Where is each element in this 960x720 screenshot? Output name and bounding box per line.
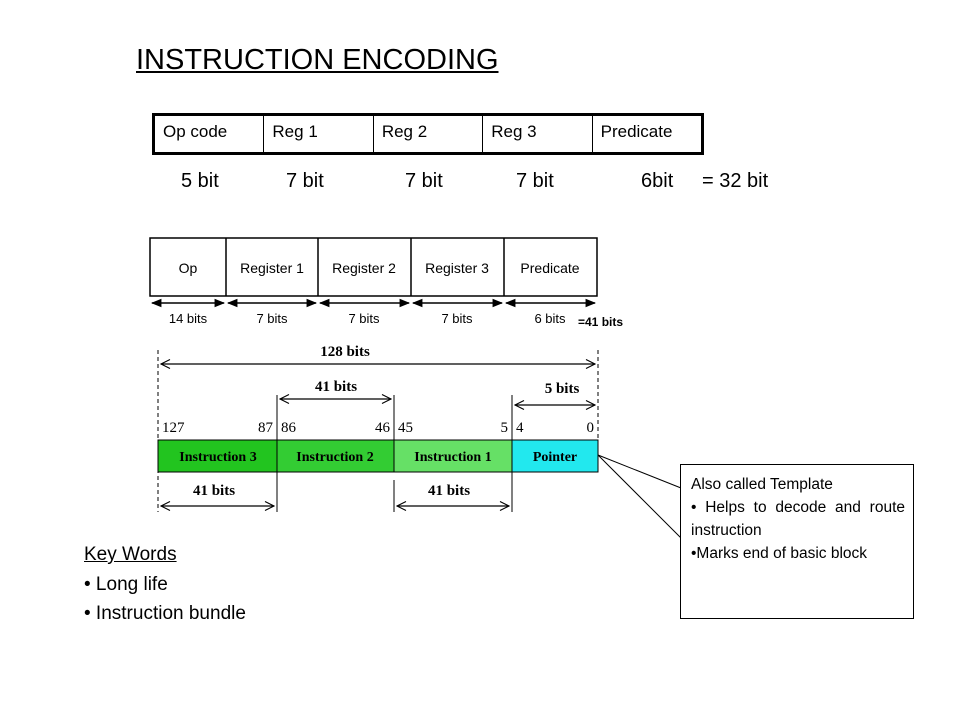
note-line-1: Also called Template — [691, 476, 833, 493]
format-table-32bit: Op code Reg 1 Reg 2 Reg 3 Predicate — [152, 113, 704, 155]
slot-label-instruction-3: Instruction 3 — [179, 450, 256, 465]
bit-width-predicate: 6bit — [641, 170, 674, 192]
format-field-reg3: Reg 3 — [482, 116, 591, 152]
bundle-pointer-span: 5 bits — [511, 381, 595, 440]
format-field-reg1: Reg 1 — [263, 116, 372, 152]
bit-width-reg3: 7 bit — [516, 170, 554, 192]
bundle-pointer-span-label: 5 bits — [545, 381, 580, 397]
bit-width-total: = 32 bit — [702, 170, 769, 192]
ia64-field-predicate: Predicate — [520, 260, 579, 276]
key-word-item-1: • Long life — [84, 574, 168, 595]
note-line-3: •Marks end of basic block — [691, 545, 868, 562]
page-title: INSTRUCTION ENCODING — [136, 44, 499, 76]
bundle-bit-positions: 127 87 86 46 45 5 4 0 — [162, 420, 594, 436]
bit-pos-86: 86 — [281, 420, 297, 436]
bit-pos-87: 87 — [258, 420, 274, 436]
slot-pointer — [511, 439, 599, 473]
bit-pos-45: 45 — [398, 420, 413, 436]
bit-pos-4: 4 — [516, 420, 524, 436]
ia64-width-reg3: 7 bits — [441, 311, 473, 326]
slot-instruction-2 — [276, 439, 395, 473]
ia64-width-reg2: 7 bits — [348, 311, 380, 326]
ia64-width-total: =41 bits — [578, 315, 623, 329]
bit-pos-5: 5 — [501, 420, 509, 436]
format-field-reg2: Reg 2 — [372, 116, 482, 152]
format-field-predicate: Predicate — [591, 116, 701, 152]
slot-instruction-1 — [393, 439, 513, 473]
bit-width-reg1: 7 bit — [286, 170, 324, 192]
bottom-span-label-right: 41 bits — [428, 483, 470, 499]
bottom-span-label-left: 41 bits — [193, 483, 235, 499]
bundle-128-span: 128 bits — [157, 344, 599, 512]
bit-pos-0: 0 — [587, 420, 595, 436]
ia64-field-reg1: Register 1 — [240, 260, 304, 276]
bit-width-opcode: 5 bit — [181, 170, 219, 192]
ia64-width-reg1: 7 bits — [256, 311, 288, 326]
bundle-slots: Instruction 3 Instruction 2 Instruction … — [157, 439, 599, 473]
bundle-instr-span-label: 41 bits — [315, 379, 357, 395]
bundle-bottom-spans: 41 bits 41 bits — [161, 472, 513, 512]
ia64-format-row: Op Register 1 Register 2 Register 3 Pred… — [149, 237, 598, 297]
format-field-opcode: Op code — [163, 122, 228, 141]
ia64-width-predicate: 6 bits — [534, 311, 566, 326]
bit-width-reg2: 7 bit — [405, 170, 443, 192]
bit-pos-46: 46 — [375, 420, 391, 436]
template-note-box: Also called Template • Helps to decode a… — [680, 464, 914, 619]
ia64-field-reg2: Register 2 — [332, 260, 396, 276]
key-words-title: Key Words — [84, 544, 177, 565]
ia64-field-op: Op — [179, 260, 198, 276]
ia64-field-reg3: Register 3 — [425, 260, 489, 276]
bundle-instr-span: 41 bits — [276, 379, 395, 440]
slot-label-instruction-2: Instruction 2 — [296, 450, 373, 465]
slot-instruction-3 — [157, 439, 278, 473]
ia64-width-op: 14 bits — [169, 311, 208, 326]
bit-pos-127: 127 — [162, 420, 185, 436]
key-word-item-2: • Instruction bundle — [84, 603, 246, 624]
note-callout-lines — [597, 454, 682, 539]
slot-label-pointer: Pointer — [533, 450, 577, 465]
slot-label-instruction-1: Instruction 1 — [414, 450, 491, 465]
note-line-2: • Helps to decode and route instruction — [691, 499, 905, 539]
bundle-total-label: 128 bits — [320, 344, 370, 360]
